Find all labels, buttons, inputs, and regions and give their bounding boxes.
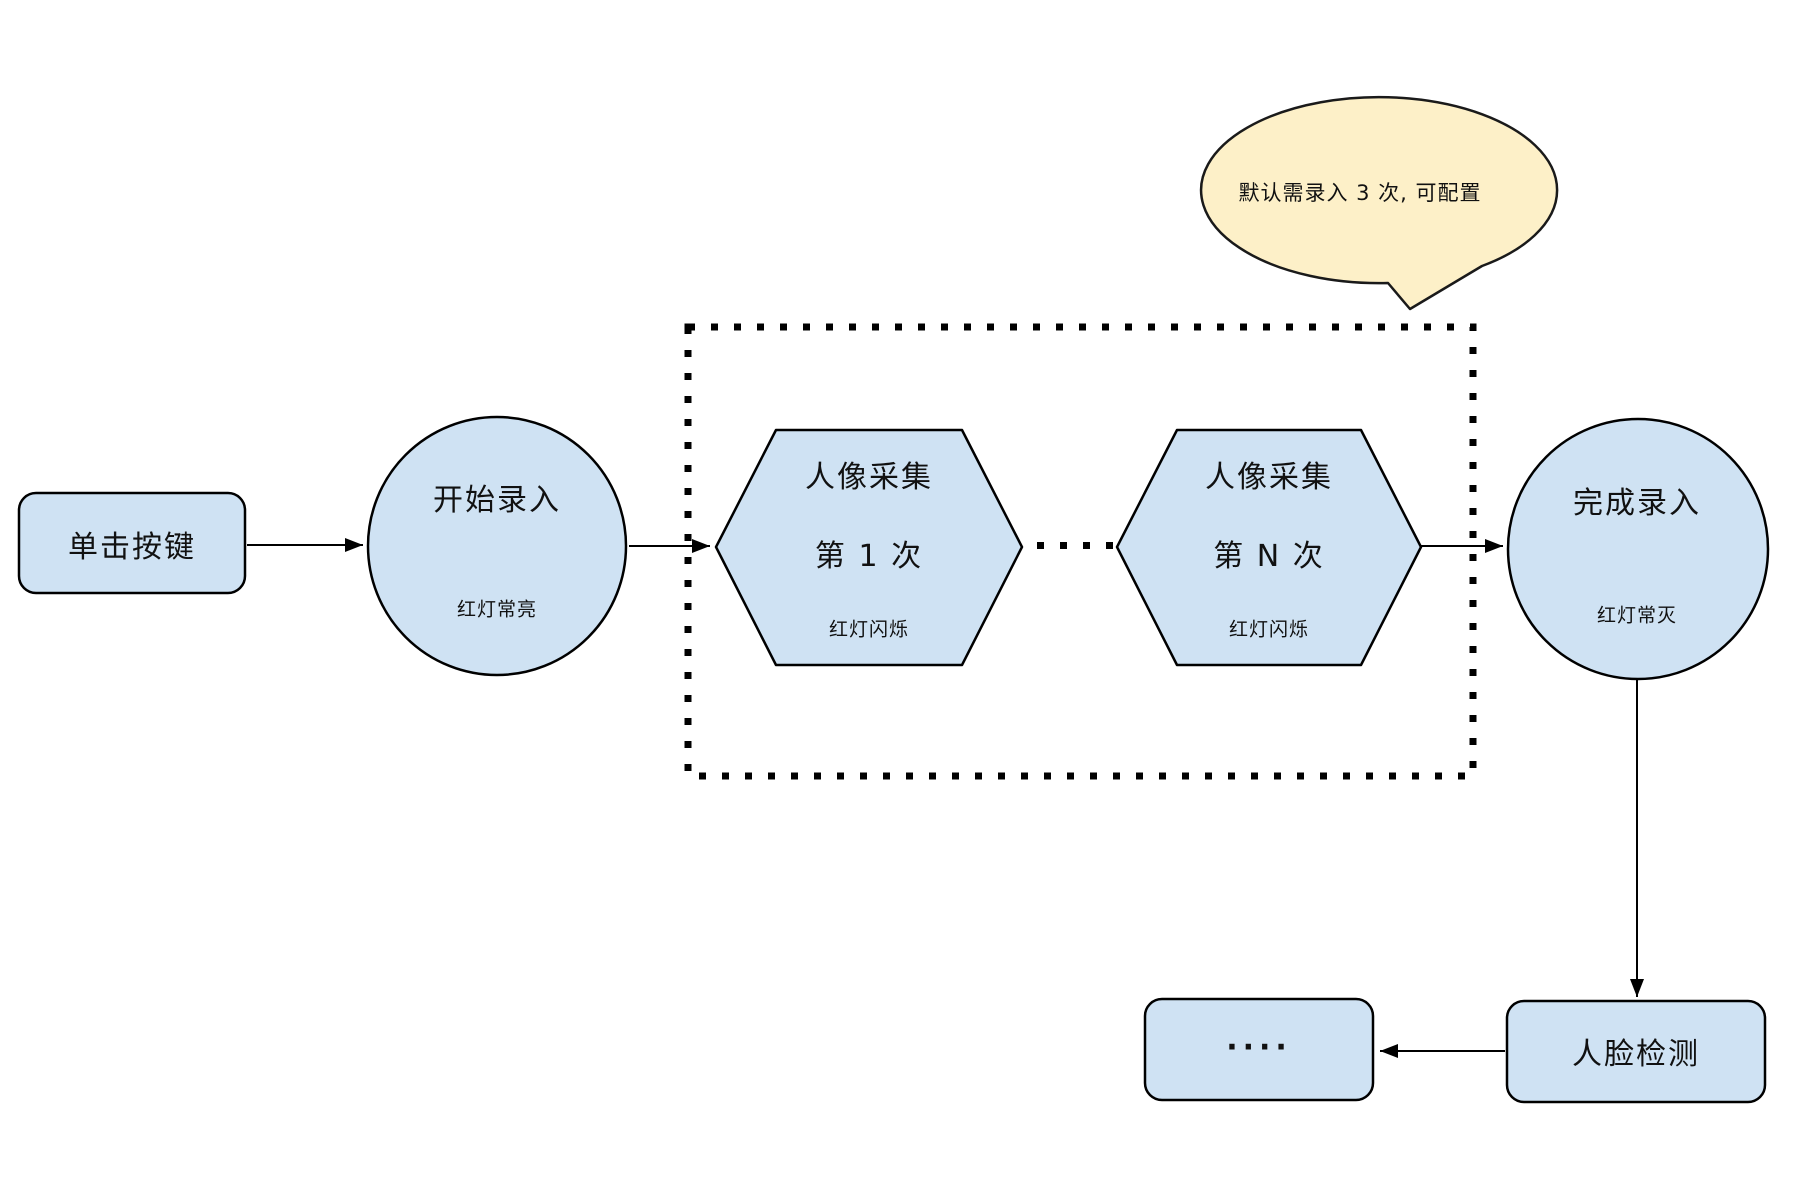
- capture-nth-subtitle: 红灯闪烁: [1228, 618, 1310, 641]
- finish-entry-node-shape: [1506, 417, 1770, 681]
- capture-nth-line1: 人像采集: [1205, 460, 1333, 495]
- capture-loop-dotted-frame: [684, 323, 1477, 780]
- capture-first-node-shape: [714, 428, 1024, 667]
- ellipsis-node-shape: [1143, 997, 1375, 1102]
- capture-first-subtitle: 红灯闪烁: [828, 618, 910, 641]
- capture-nth-line2: 第 N 次: [1213, 539, 1325, 574]
- face-detection-label: 人脸检测: [1572, 1037, 1700, 1072]
- start-entry-node-shape: [366, 415, 628, 677]
- dot: [1106, 542, 1113, 549]
- finish-entry-subtitle: 红灯常灭: [1596, 604, 1678, 627]
- callout-bubble-shape: [1199, 95, 1559, 311]
- click-button-label: 单击按键: [68, 530, 196, 565]
- capture-first-line2: 第 1 次: [814, 539, 924, 574]
- dot: [1083, 542, 1090, 549]
- ellipsis-label: ....: [1226, 1022, 1292, 1058]
- face-detection-node-shape: [1505, 999, 1767, 1104]
- start-entry-title: 开始录入: [433, 483, 561, 518]
- finish-entry-title: 完成录入: [1573, 486, 1701, 521]
- click-button-node-shape: [17, 491, 247, 595]
- dot: [1060, 542, 1067, 549]
- dot: [1037, 542, 1044, 549]
- start-entry-subtitle: 红灯常亮: [456, 598, 538, 621]
- dotted-connector-capture1-to-captureN: [1037, 542, 1113, 549]
- callout-text: 默认需录入 3 次, 可配置: [1238, 181, 1482, 205]
- capture-first-line1: 人像采集: [805, 460, 933, 495]
